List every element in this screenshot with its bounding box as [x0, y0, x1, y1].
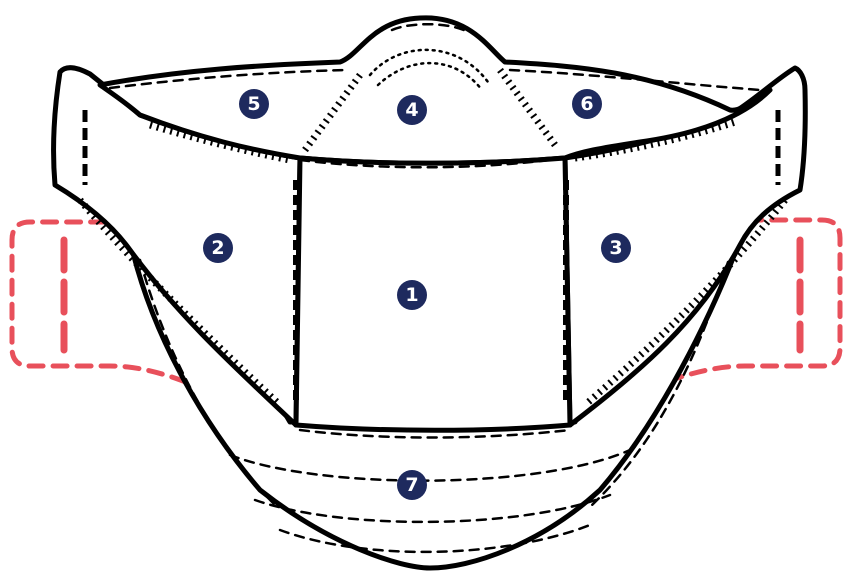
left-nose-ridge: [302, 72, 363, 153]
stitching: [77, 22, 788, 554]
nose-wire-inner: [376, 61, 484, 92]
chin-seam-3: [278, 523, 592, 554]
chin-seam-1: [228, 448, 632, 482]
front-bottom-seam: [298, 428, 572, 439]
badge-6: 6: [572, 89, 602, 119]
mask-body: [51, 15, 808, 571]
badge-5: 5: [239, 89, 269, 119]
badge-7: 7: [397, 470, 427, 500]
chin-left-edge-seam: [138, 258, 277, 507]
badge-1-label: 1: [405, 284, 418, 306]
badge-4: 4: [397, 95, 427, 125]
nose-tip-seam: [390, 22, 470, 34]
nose-band-top-seam-right: [508, 68, 762, 92]
nose-band-top-seam: [108, 68, 347, 90]
badge-5-label: 5: [247, 93, 260, 115]
badge-3: 3: [601, 233, 631, 263]
left-cheek-lower-hatch: [77, 197, 283, 408]
badge-2: 2: [203, 233, 233, 263]
badge-1: 1: [397, 280, 427, 310]
badge-2-label: 2: [211, 237, 224, 259]
right-nose-ridge: [497, 67, 558, 148]
nose-band-outline: [97, 15, 773, 166]
right-cheek-top-hatch: [574, 118, 737, 162]
badge-6-label: 6: [580, 93, 593, 115]
chin-right-edge-seam: [590, 260, 730, 507]
nose-wire: [368, 48, 492, 87]
panel-badges: 1 2 3 4 5 6 7: [203, 89, 631, 500]
badge-4-label: 4: [405, 99, 418, 121]
badge-7-label: 7: [405, 474, 418, 496]
front-top-seam: [298, 156, 567, 169]
chin-seam-2: [253, 493, 612, 524]
front-panel-outline: [293, 155, 573, 433]
badge-3-label: 3: [609, 237, 622, 259]
